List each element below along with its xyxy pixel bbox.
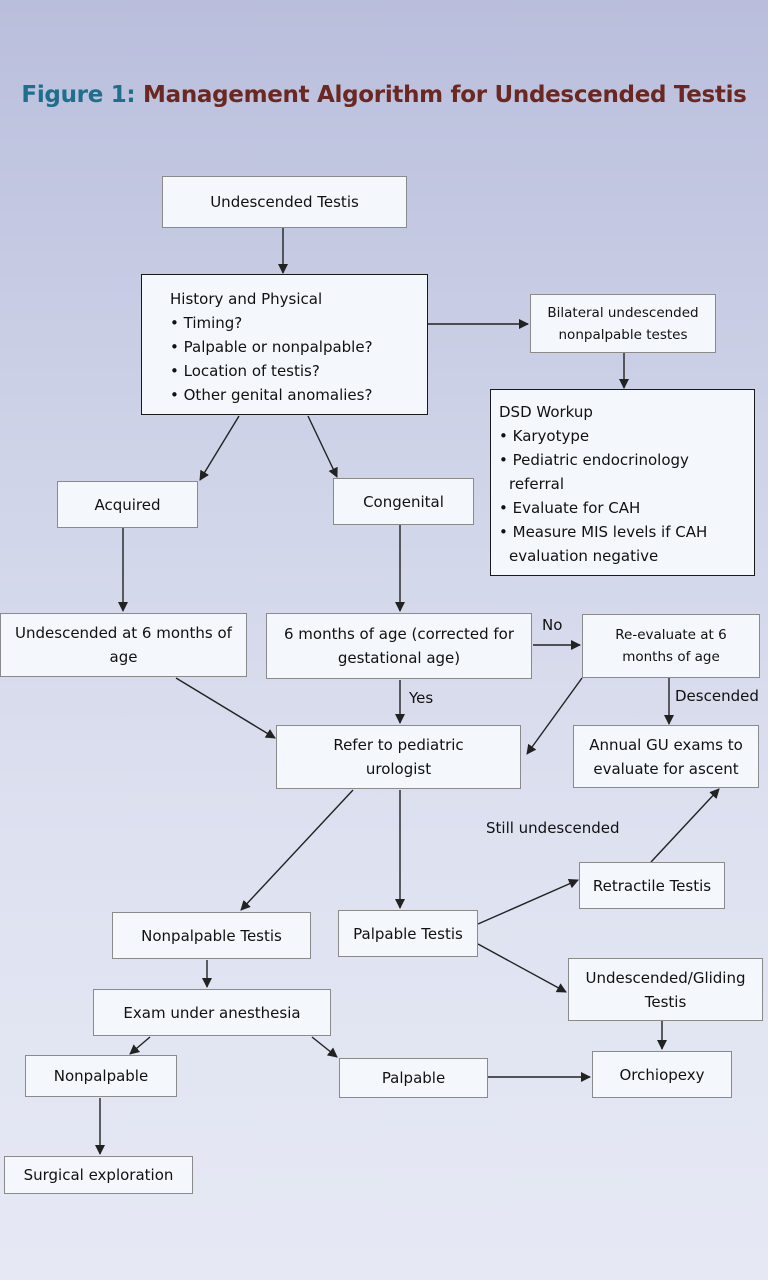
node-bilateral: Bilateral undescended nonpalpable testes [530, 294, 716, 353]
node-retractile-testis: Retractile Testis [579, 862, 725, 909]
node-nonpalpable-testis: Nonpalpable Testis [112, 912, 311, 959]
dsd-list: Karyotype Pediatric endocrinology referr… [499, 424, 748, 568]
history-heading: History and Physical [170, 290, 323, 308]
arrow-history-to-acquired [199, 415, 240, 481]
history-item: Other genital anomalies? [170, 383, 373, 407]
node-undescended-testis: Undescended Testis [162, 176, 407, 228]
node-reevaluate: Re-evaluate at 6 months of age [582, 614, 760, 678]
history-item: Timing? [170, 311, 373, 335]
dsd-item: Measure MIS levels if CAH evaluation neg… [499, 520, 748, 568]
figure-heading: Management Algorithm for Undescended Tes… [143, 82, 747, 108]
arrow-refer-to-nonpalpable [240, 789, 354, 911]
edge-label-no: No [542, 616, 563, 634]
arrow-exam-to-nonpalpable [129, 1036, 151, 1055]
node-palpable: Palpable [339, 1058, 488, 1098]
arrow-reevaluate-to-refer [526, 677, 583, 755]
node-congenital: Congenital [333, 478, 474, 525]
dsd-item: Karyotype [499, 424, 748, 448]
node-undescended-gliding: Undescended/Gliding Testis [568, 958, 763, 1021]
node-refer-urologist: Refer to pediatric urologist [276, 725, 521, 789]
dsd-item: Pediatric endocrinology referral [499, 448, 748, 496]
node-acquired: Acquired [57, 481, 198, 528]
edge-label-yes: Yes [409, 689, 434, 707]
edge-label-still-undescended: Still undescended [486, 819, 620, 837]
node-exam-under-anesthesia: Exam under anesthesia [93, 989, 331, 1036]
arrow-exam-to-palpable [311, 1036, 338, 1058]
figure-number: Figure 1: [21, 82, 136, 108]
node-undescended-6-months: Undescended at 6 months of age [0, 613, 247, 677]
history-list: Timing? Palpable or nonpalpable? Locatio… [170, 311, 373, 407]
arrow-undescended6mo-to-refer [175, 677, 276, 739]
node-six-months-of-age: 6 months of age (corrected for gestation… [266, 613, 532, 679]
node-surgical-exploration: Surgical exploration [4, 1156, 193, 1194]
history-item: Location of testis? [170, 359, 373, 383]
node-dsd-workup: DSD Workup Karyotype Pediatric endocrino… [490, 389, 755, 576]
arrow-retractile-to-annual [650, 788, 720, 863]
dsd-item: Evaluate for CAH [499, 496, 748, 520]
arrow-palpable-to-gliding [477, 943, 567, 993]
node-annual-gu-exams: Annual GU exams to evaluate for ascent [573, 725, 759, 788]
node-nonpalpable: Nonpalpable [25, 1055, 177, 1097]
history-item: Palpable or nonpalpable? [170, 335, 373, 359]
arrow-palpable-to-retractile [477, 879, 579, 925]
edge-label-descended: Descended [675, 687, 759, 705]
node-orchiopexy: Orchiopexy [592, 1051, 732, 1098]
node-history-physical: History and Physical Timing? Palpable or… [141, 274, 428, 415]
dsd-heading: DSD Workup [499, 403, 593, 421]
node-palpable-testis: Palpable Testis [338, 910, 478, 957]
figure-title: Figure 1: Management Algorithm for Undes… [0, 82, 768, 108]
arrow-history-to-congenital [307, 415, 338, 478]
